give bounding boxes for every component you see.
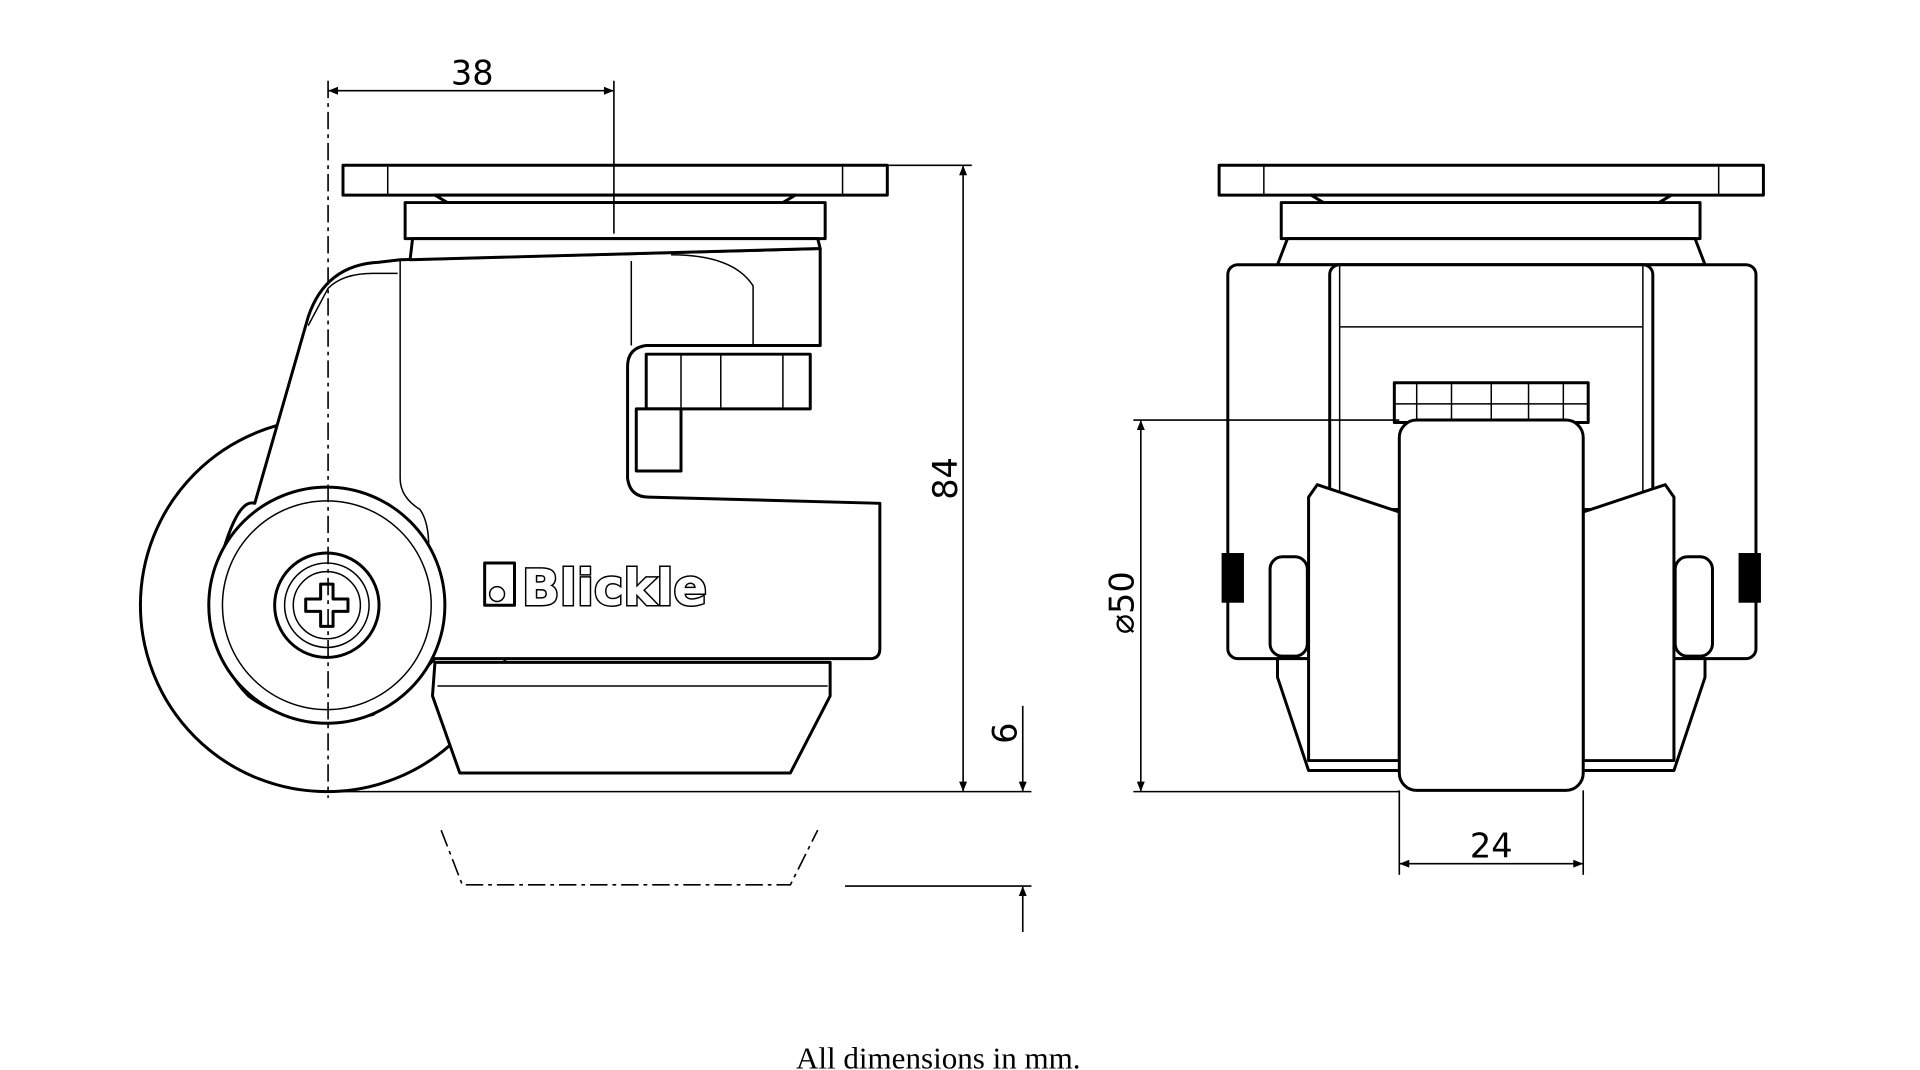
phillips-cross-icon bbox=[304, 582, 350, 628]
fork-leg-right bbox=[1581, 483, 1676, 763]
dim-offset-label: 38 bbox=[451, 54, 494, 93]
adjuster-thread bbox=[634, 407, 683, 473]
dim-wheel-width-label: 24 bbox=[1470, 826, 1513, 865]
axle-cap-right bbox=[1673, 555, 1714, 658]
front-swivel-plate bbox=[1279, 201, 1702, 241]
dim-height-label: 84 bbox=[926, 457, 965, 500]
footnote: All dimensions in mm. bbox=[796, 1041, 1081, 1070]
fork-leg-left bbox=[1307, 483, 1401, 763]
front-top-plate bbox=[1217, 163, 1765, 197]
brand-logo-icon bbox=[483, 561, 516, 607]
side-foot-pad bbox=[430, 660, 832, 775]
brand-logo-text: Blickle bbox=[522, 559, 707, 617]
front-wheel bbox=[1397, 418, 1585, 792]
axle-nut-right-icon bbox=[1738, 553, 1761, 603]
side-dimensions: 38 84 6 bbox=[326, 54, 1032, 933]
adjuster-nut bbox=[644, 352, 812, 411]
front-view bbox=[1217, 163, 1765, 792]
axle-cap-left bbox=[1268, 555, 1309, 658]
front-dimensions: ⌀50 24 bbox=[1102, 419, 1585, 875]
side-view: Blickle bbox=[138, 163, 889, 794]
axle-nut-left-icon bbox=[1221, 553, 1244, 603]
side-top-plate bbox=[341, 163, 889, 197]
dim-lift-label: 6 bbox=[986, 723, 1025, 744]
lowered-foot-outline bbox=[440, 829, 819, 886]
side-swivel-plate bbox=[403, 201, 827, 241]
dim-wheel-diameter-label: ⌀50 bbox=[1102, 571, 1141, 634]
